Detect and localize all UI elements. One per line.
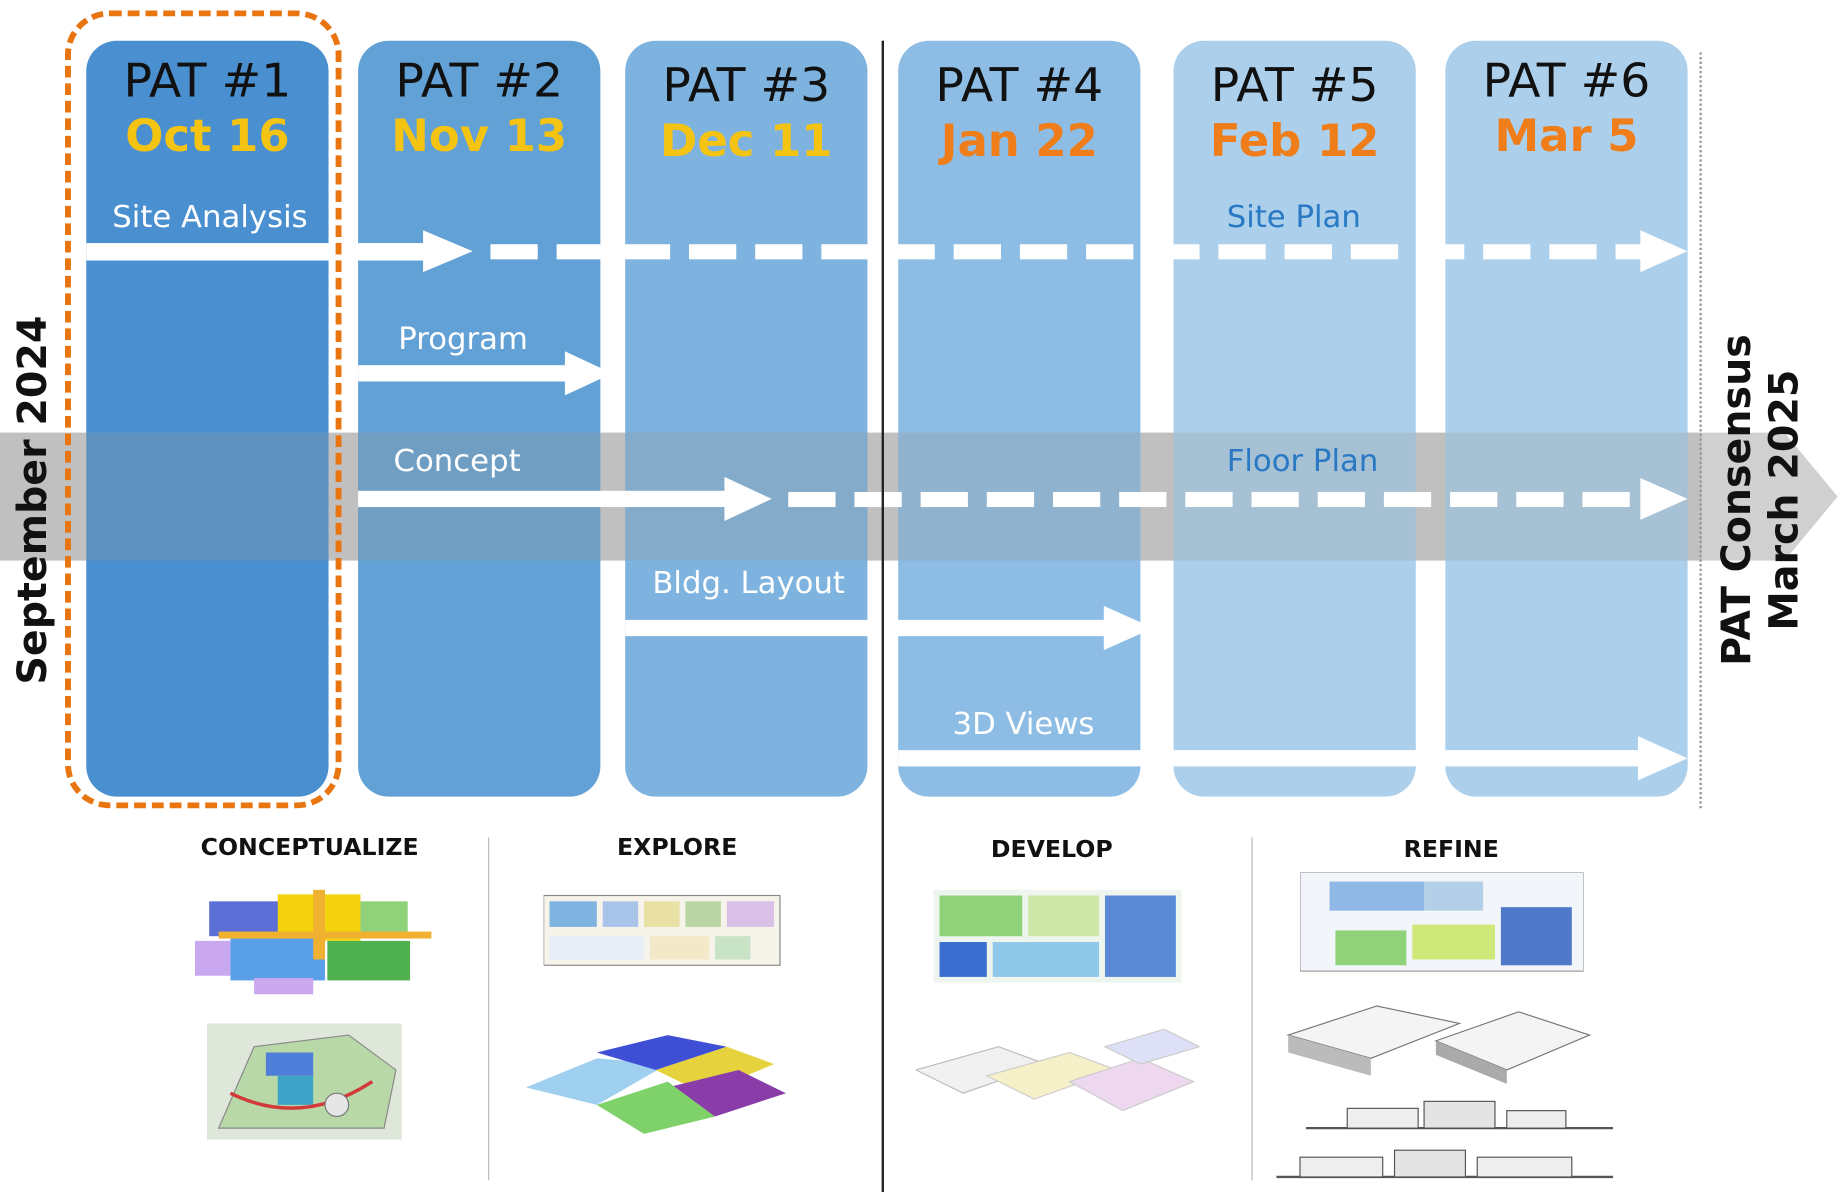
pat-column-3: PAT #3 Dec 11 [625,40,868,797]
program-arrow-head [564,351,613,396]
refine-floor-plan-image [1299,872,1584,972]
phase-divider-3 [1251,837,1253,1181]
pat-3-date: Dec 11 [660,115,833,167]
pat-1-title: PAT #1 [123,54,292,109]
pat-6-date: Mar 5 [1494,110,1639,162]
pat-4-title: PAT #4 [935,59,1104,113]
site-analysis-arrow-shaft [86,243,429,261]
start-date-label: September 2024 [9,315,57,685]
label-floor-plan: Floor Plan [1226,444,1379,480]
concept-diagram-image [194,889,432,995]
label-site-plan: Site Plan [1226,200,1361,235]
label-3d-views: 3D Views [952,707,1095,742]
refine-3d-model-image [1286,1005,1592,1084]
pat-column-6: PAT #6 Mar 5 [1445,40,1688,797]
pat-column-1: PAT #1 Oct 16 [86,40,329,797]
pat-6-title: PAT #6 [1482,54,1651,109]
pat-column-5: PAT #5 Feb 12 [1173,40,1416,797]
site-analysis-arrow-head [423,230,473,273]
refine-elevation-image-2 [1276,1149,1614,1179]
end-label-line2: March 2025 [1760,369,1809,631]
concept-arrow-shaft [358,490,731,508]
end-label-line1: PAT Consensus [1713,334,1761,666]
label-concept: Concept [393,444,521,480]
bldg-layout-arrow-head [1103,605,1154,651]
phase-develop: DEVELOP [990,835,1113,863]
label-site-analysis: Site Analysis [112,200,308,235]
program-arrow-shaft [358,365,571,382]
concept-arrow-head [724,476,772,522]
phase-refine: REFINE [1403,835,1499,863]
site-plan-arrow-head [1640,230,1688,273]
label-bldg-layout: Bldg. Layout [652,566,845,602]
explore-floor-plan-image [543,894,781,966]
develop-floor-plan-image [933,889,1182,983]
pat-5-title: PAT #5 [1210,59,1379,113]
label-program: Program [398,322,528,358]
pat-3-title: PAT #3 [662,59,831,113]
pat-2-title: PAT #2 [395,54,564,109]
phase-divider-main [881,40,884,1192]
end-consensus-label: PAT Consensus March 2025 [1714,334,1809,666]
timeline-end-divider [1699,52,1702,809]
refine-elevation-image-1 [1305,1100,1614,1130]
pat-column-2: PAT #2 Nov 13 [358,40,601,797]
timeline-arrow-tip [1784,432,1838,561]
pat-2-date: Nov 13 [391,110,568,162]
phase-divider-1 [488,837,490,1181]
floor-plan-dashed-line [788,491,1630,508]
bldg-layout-arrow-shaft [625,619,1110,637]
floor-plan-arrow-head [1640,477,1688,520]
phase-conceptualize: CONCEPTUALIZE [200,832,419,861]
pat-5-date: Feb 12 [1209,115,1380,167]
views-3d-arrow-shaft [898,750,1643,767]
current-meeting-highlight [64,10,342,809]
site-analysis-map-image [206,1023,402,1140]
develop-massing-image [915,1028,1200,1112]
pat-1-date: Oct 16 [125,110,290,162]
explore-massing-image [525,1035,786,1134]
site-plan-dashed-line [490,244,1642,260]
views-3d-arrow-head [1637,736,1688,781]
phase-explore: EXPLORE [616,832,738,861]
pat-4-date: Jan 22 [940,115,1098,167]
pat-column-4: PAT #4 Jan 22 [898,40,1141,797]
